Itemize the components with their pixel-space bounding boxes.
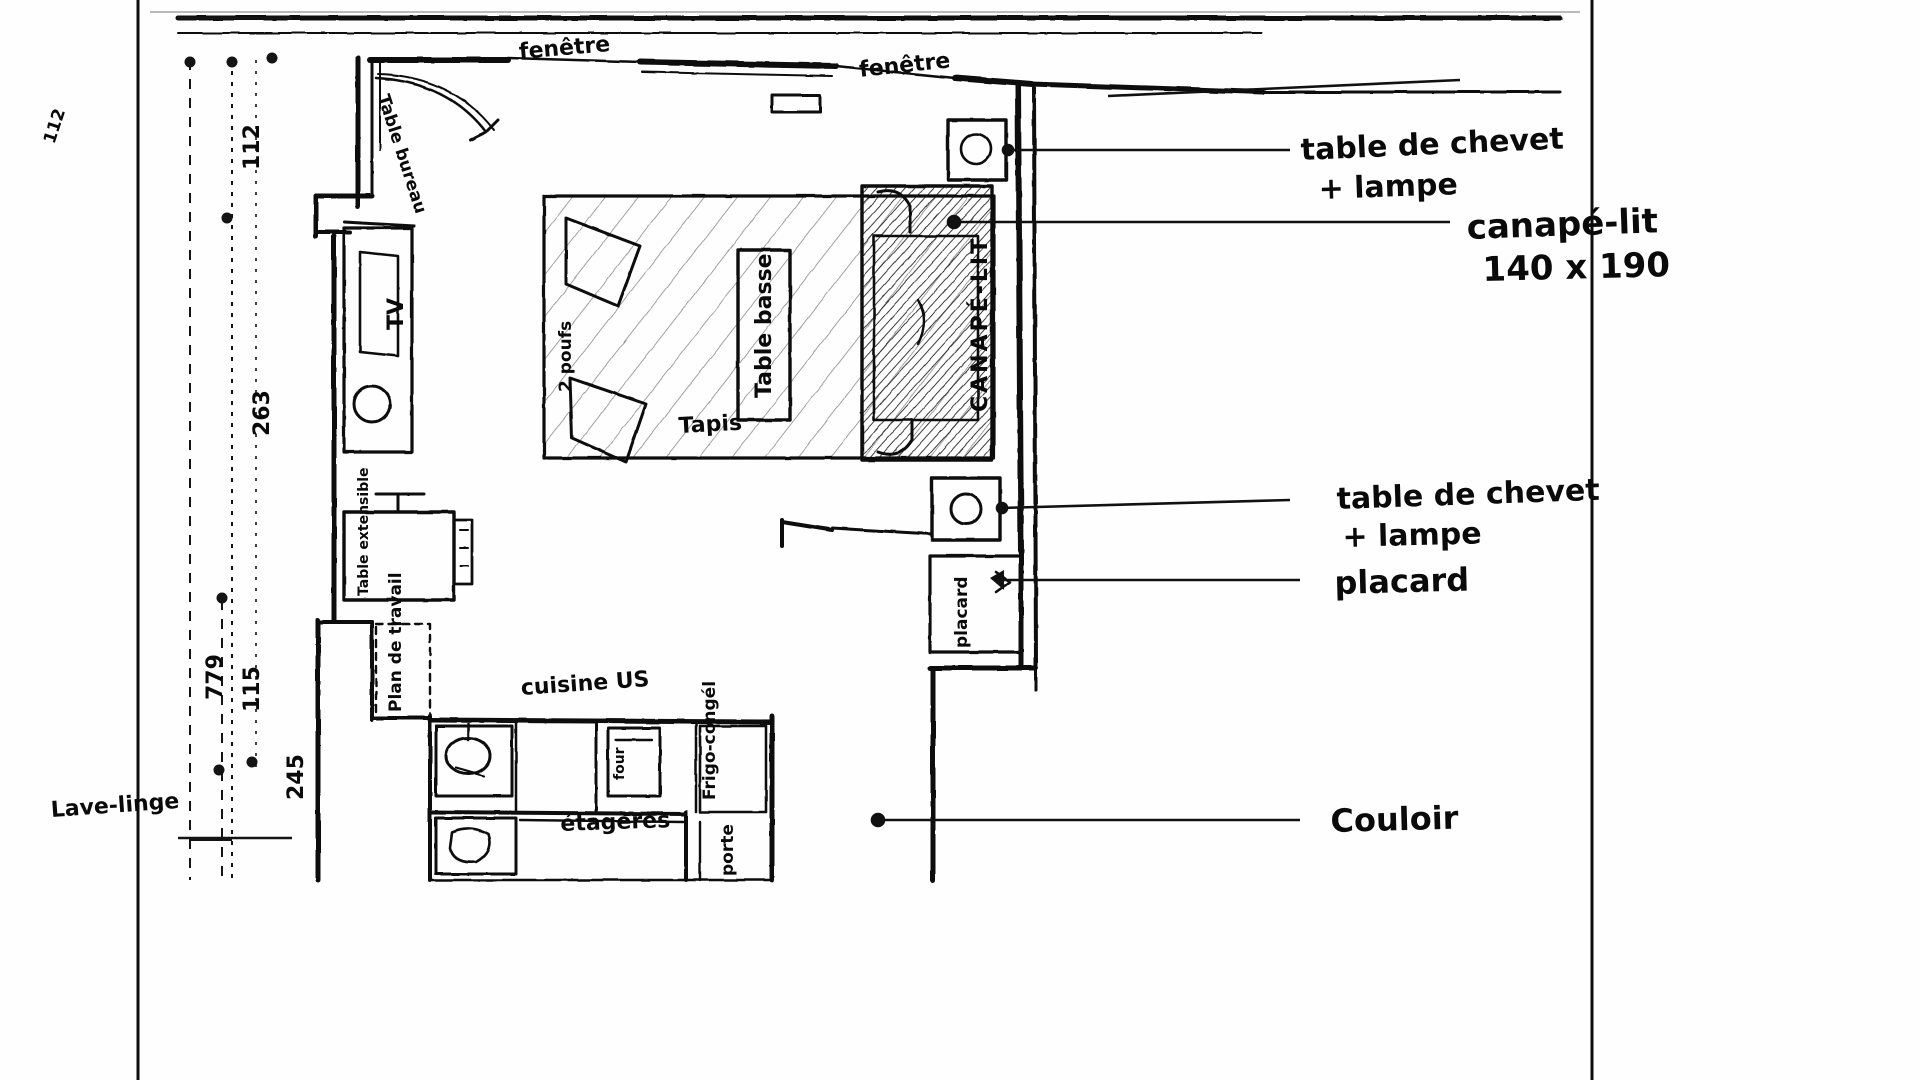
annotation-table-de-chevet-2-line2: + lampe [1342,516,1483,555]
label-poufs: 2 poufs [556,320,576,392]
dimension-112-a: 112 [240,124,265,170]
dimension-245: 245 [284,754,309,800]
leader-lines [870,78,1461,828]
label-etageres: étagères [560,808,671,837]
annotation-table-de-chevet-1-line2: + lampe [1318,167,1459,207]
label-plan-de-travail: Plan de travail [386,572,406,712]
annotation-canape-lit-line1: canapé-lit [1466,201,1659,248]
dimension-115: 115 [240,666,265,712]
label-table-basse: Table basse [752,253,777,398]
annotation-placard: placard [1334,560,1470,602]
dimension-779: 779 [203,654,228,700]
walls [175,15,1563,883]
furniture [342,59,1023,882]
annotation-couloir: Couloir [1330,798,1459,840]
annotation-canape-lit-line2: 140 x 190 [1482,245,1671,290]
label-porte: porte [718,824,738,876]
label-tv: TV [384,297,409,330]
label-table-extensible: Table extensible [356,467,372,596]
dimension-263: 263 [250,390,275,436]
dimension-chain [178,16,292,880]
label-frigo-congel: Frigo-congél [700,680,720,800]
label-placard-in-plan: placard [952,576,972,648]
label-four: four [612,747,628,780]
label-canape-lit-in-plan: CANAPÉ-LIT [968,235,993,412]
scan-frame [136,0,1594,1080]
label-tapis: Tapis [678,410,743,439]
